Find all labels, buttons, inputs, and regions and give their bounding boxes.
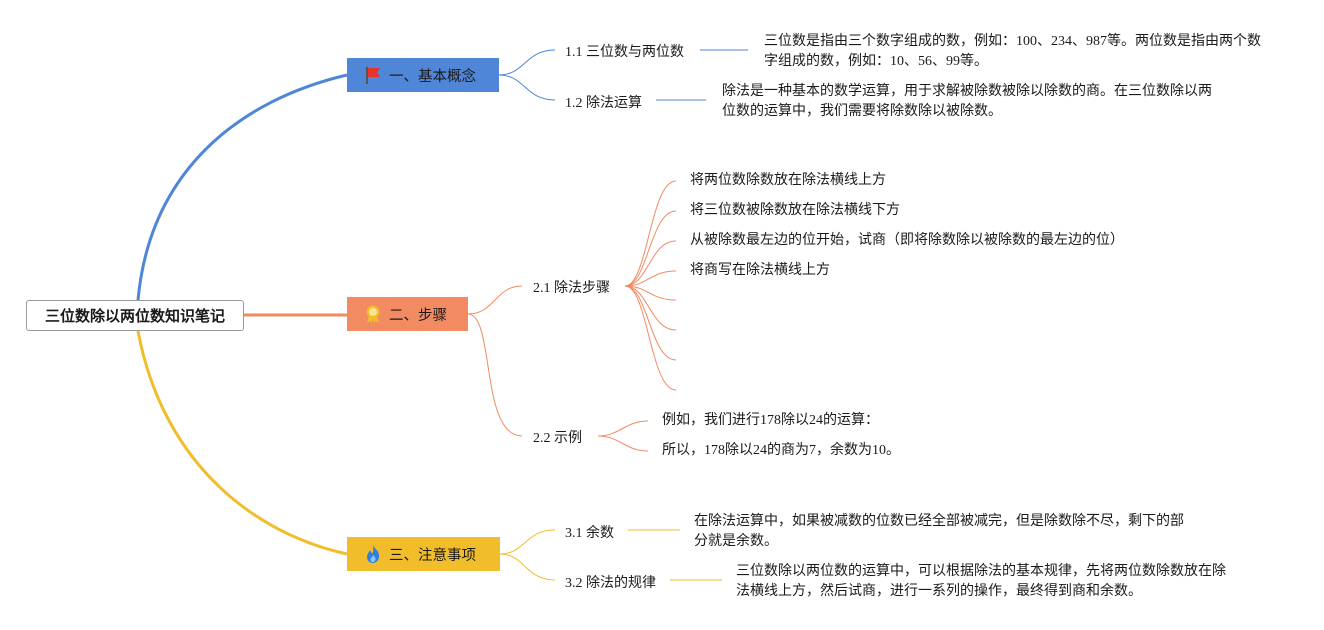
step-item[interactable]: 从被除数最左边的位开始，试商（即将除数除以被除数的最左边的位） bbox=[690, 233, 1124, 248]
branch-basic-concepts[interactable]: 一、基本概念 bbox=[347, 58, 499, 92]
red-flag-icon bbox=[366, 67, 380, 84]
link-root-b3 bbox=[136, 330, 348, 556]
branch-steps[interactable]: 二、步骤 bbox=[347, 297, 468, 331]
subtopic-1-2[interactable]: 1.2 除法运算 bbox=[565, 96, 642, 111]
flame-icon bbox=[367, 545, 380, 563]
subtopic-2-1[interactable]: 2.1 除法步骤 bbox=[533, 281, 610, 296]
note-3-1: 在除法运算中，如果被减数的位数已经全部被减完，但是除数除不尽，剩下的部 分就是余… bbox=[694, 514, 1184, 549]
root-title: 三位数除以两位数知识笔记 bbox=[44, 307, 225, 325]
award-ribbon-icon bbox=[366, 305, 380, 324]
example-item[interactable]: 所以，178除以24的商为7，余数为10。 bbox=[662, 443, 900, 458]
subtopic-3-1[interactable]: 3.1 余数 bbox=[565, 526, 614, 541]
branch-label: 二、步骤 bbox=[389, 307, 447, 324]
branch-label: 一、基本概念 bbox=[389, 68, 476, 85]
branch-notes[interactable]: 三、注意事项 bbox=[347, 537, 500, 571]
subtopic-3-2[interactable]: 3.2 除法的规律 bbox=[565, 576, 656, 591]
note-1-1: 三位数是指由三个数字组成的数，例如：100、234、987等。两位数是指由两个数… bbox=[764, 34, 1261, 69]
link-root-b1 bbox=[136, 73, 348, 301]
step-item[interactable]: 将两位数除数放在除法横线上方 bbox=[690, 173, 886, 188]
subtopic-2-2[interactable]: 2.2 示例 bbox=[533, 431, 582, 446]
step-item[interactable]: 将商写在除法横线上方 bbox=[690, 263, 830, 278]
step-item[interactable]: 将三位数被除数放在除法横线下方 bbox=[690, 203, 900, 218]
note-1-2: 除法是一种基本的数学运算，用于求解被除数被除以除数的商。在三位数除以两 位数的运… bbox=[722, 84, 1212, 119]
branch-label: 三、注意事项 bbox=[389, 547, 476, 564]
example-item[interactable]: 例如，我们进行178除以24的运算： bbox=[662, 413, 879, 428]
root-topic[interactable]: 三位数除以两位数知识笔记 bbox=[26, 300, 244, 331]
subtopic-1-1[interactable]: 1.1 三位数与两位数 bbox=[565, 45, 684, 60]
note-3-2: 三位数除以两位数的运算中，可以根据除法的基本规律，先将两位数除数放在除 法横线上… bbox=[736, 564, 1226, 599]
